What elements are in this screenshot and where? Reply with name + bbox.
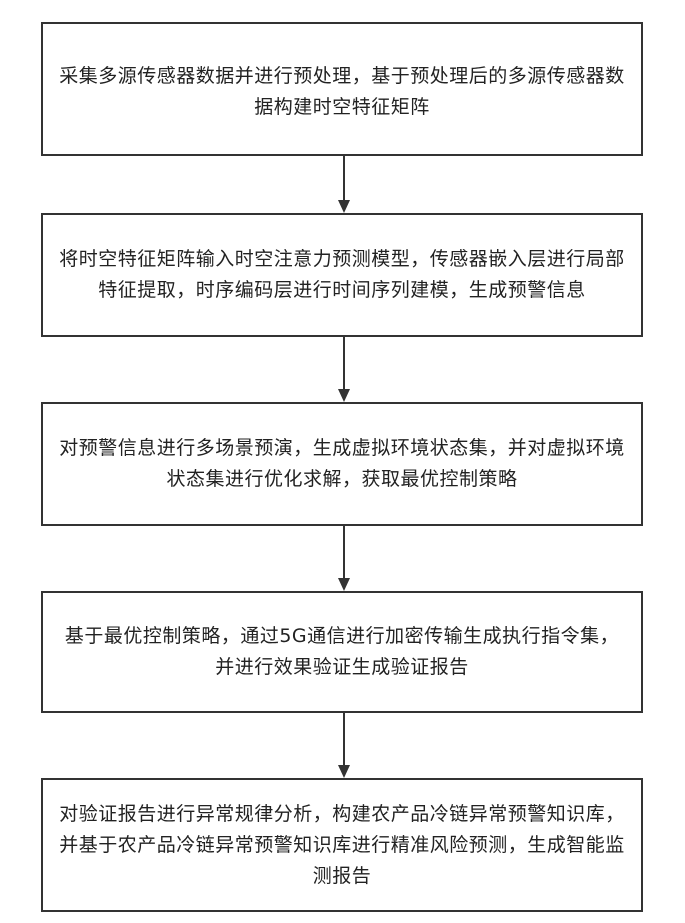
step-2-box: 将时空特征矩阵输入时空注意力预测模型，传感器嵌入层进行局部特征提取，时序编码层进… [41, 213, 643, 337]
step-1-text: 采集多源传感器数据并进行预处理，基于预处理后的多源传感器数据构建时空特征矩阵 [43, 55, 641, 123]
step-3-text: 对预警信息进行多场景预演，生成虚拟环境状态集，并对虚拟环境状态集进行优化求解，获… [43, 433, 641, 495]
step-4-box: 基于最优控制策略，通过5G通信进行加密传输生成执行指令集，并进行效果验证生成验证… [41, 591, 643, 713]
step-2-text: 将时空特征矩阵输入时空注意力预测模型，传感器嵌入层进行局部特征提取，时序编码层进… [43, 244, 641, 306]
arrow-down-icon [334, 713, 354, 778]
arrow-down-icon [334, 526, 354, 591]
step-1-box: 采集多源传感器数据并进行预处理，基于预处理后的多源传感器数据构建时空特征矩阵 [41, 22, 643, 156]
arrow-down-icon [334, 337, 354, 402]
step-5-text: 对验证报告进行异常规律分析，构建农产品冷链异常预警知识库，并基于农产品冷链异常预… [43, 799, 641, 892]
step-4-text: 基于最优控制策略，通过5G通信进行加密传输生成执行指令集，并进行效果验证生成验证… [43, 621, 641, 683]
step-5-box: 对验证报告进行异常规律分析，构建农产品冷链异常预警知识库，并基于农产品冷链异常预… [41, 778, 643, 912]
step-3-box: 对预警信息进行多场景预演，生成虚拟环境状态集，并对虚拟环境状态集进行优化求解，获… [41, 402, 643, 526]
arrow-down-icon [334, 156, 354, 213]
